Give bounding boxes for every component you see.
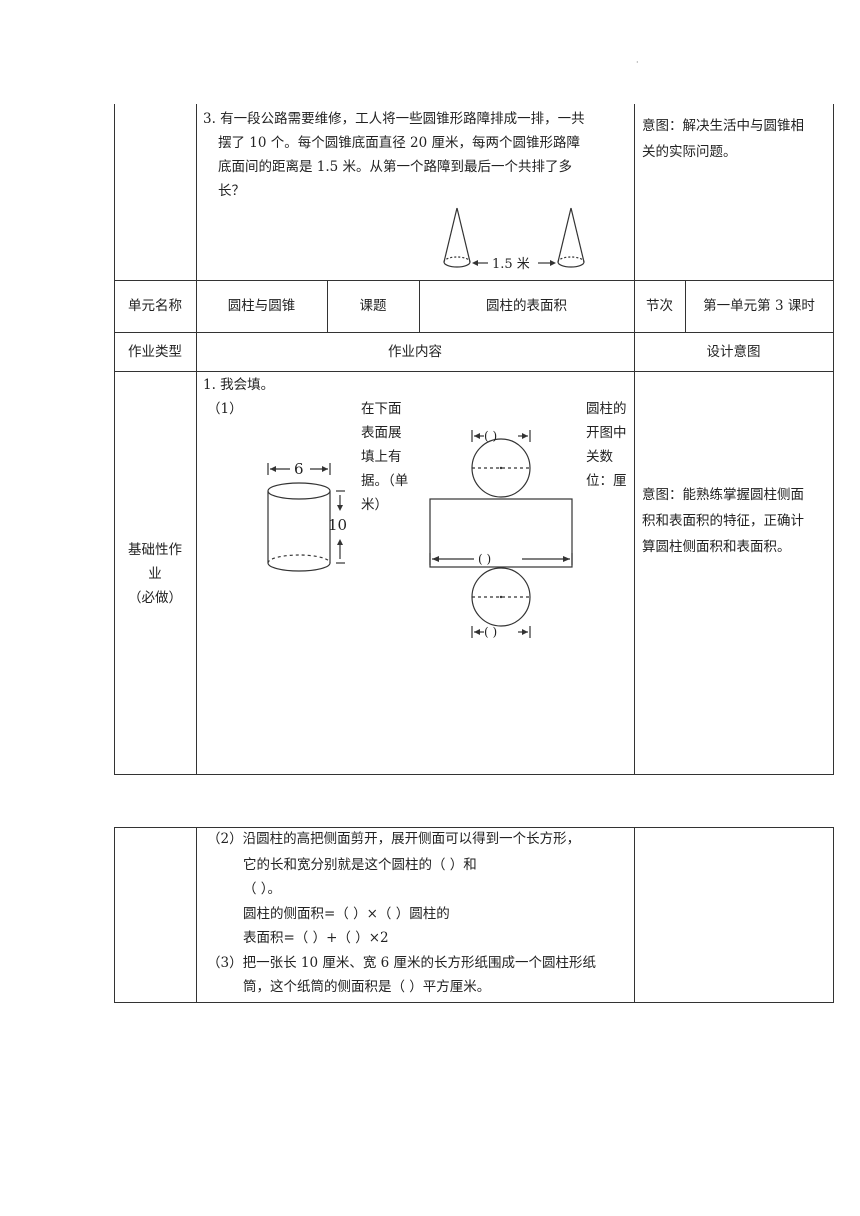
homework-content-label: 作业内容: [388, 344, 442, 360]
instr-left-5: 米）: [361, 497, 388, 513]
q3-intent-line-2: 关的实际问题。: [642, 144, 737, 160]
q3-line-4: 长？: [218, 183, 245, 199]
q1-title: 1. 我会填。: [203, 377, 275, 393]
homework-type-label: 作业类型: [128, 344, 182, 360]
instr-left-3: 填上有: [361, 449, 402, 465]
cylinder-net-figure: ( ) ( ) ( ): [429, 429, 573, 639]
topic-label: 课题: [359, 298, 387, 314]
cylinder-width-label: 6: [294, 460, 304, 478]
topic-value: 圆柱的表面积: [486, 298, 567, 314]
q3-intent-line-1: 意图：解决生活中与圆锥相: [642, 118, 804, 134]
q3-line-1: 3. 有一段公路需要维修，工人将一些圆锥形路障排成一排，一共: [203, 111, 585, 127]
basic-intent-line-3: 算圆柱侧面积和表面积。: [642, 539, 791, 555]
instr-left-4: 据。（单: [361, 473, 409, 489]
q3b-line-2: 筒，这个纸筒的侧面积是（ ）平方厘米。: [243, 979, 491, 995]
instr-right-2: 开图中: [586, 425, 627, 441]
instr-right-4: 位：厘: [586, 473, 627, 489]
basic-intent-line-1: 意图：能熟练掌握圆柱侧面: [642, 487, 804, 503]
header-dot: ·: [636, 58, 639, 67]
unit-name-label: 单元名称: [128, 298, 182, 314]
q2-line-4: 圆柱的侧面积=（ ）×（ ）圆柱的: [243, 906, 450, 922]
top-diameter-blank: ( ): [484, 429, 497, 443]
q3-line-3: 底面间的距离是 1.5 米。从第一个路障到最后一个共排了多: [218, 159, 573, 175]
instr-right-3: 关数: [586, 449, 613, 465]
distance-label: 1.5 米: [492, 257, 530, 272]
instr-left-1: 在下面: [361, 401, 402, 417]
basic-intent-line-2: 积和表面积的特征，正确计: [642, 513, 804, 529]
q2-line-5: 表面积=（ ）+（ ）×2: [243, 930, 389, 946]
category-line-1: 基础性作: [128, 542, 182, 558]
q2-line-3: （ ）。: [243, 881, 282, 897]
q2-line-1: （2）沿圆柱的高把侧面剪开，展开侧面可以得到一个长方形，: [207, 831, 581, 847]
cone-figure: 1.5 米: [443, 207, 585, 272]
rect-length-blank: ( ): [478, 552, 491, 566]
q3-line-2: 摆了 10 个。每个圆锥底面直径 20 厘米，每两个圆锥形路障: [218, 135, 581, 151]
instr-right-1: 圆柱的: [586, 401, 627, 417]
cylinder-height-label: 10: [328, 516, 347, 534]
bottom-diameter-blank: ( ): [484, 625, 497, 639]
instr-left-2: 表面展: [361, 425, 402, 441]
section-value: 第一单元第 3 课时: [703, 298, 815, 314]
cylinder-figure: 6 10: [267, 460, 347, 572]
q3b-line-1: （3）把一张长 10 厘米、宽 6 厘米的长方形纸围成一个圆柱形纸: [207, 955, 597, 971]
section-label: 节次: [646, 298, 673, 314]
category-line-3: （必做）: [128, 590, 182, 606]
design-intent-label: 设计意图: [706, 344, 761, 360]
unit-name-value: 圆柱与圆锥: [227, 298, 296, 314]
q1-sub: （1）: [207, 401, 243, 417]
q2-line-2: 它的长和宽分别就是这个圆柱的（ ）和: [243, 857, 477, 873]
category-line-2: 业: [148, 566, 162, 582]
